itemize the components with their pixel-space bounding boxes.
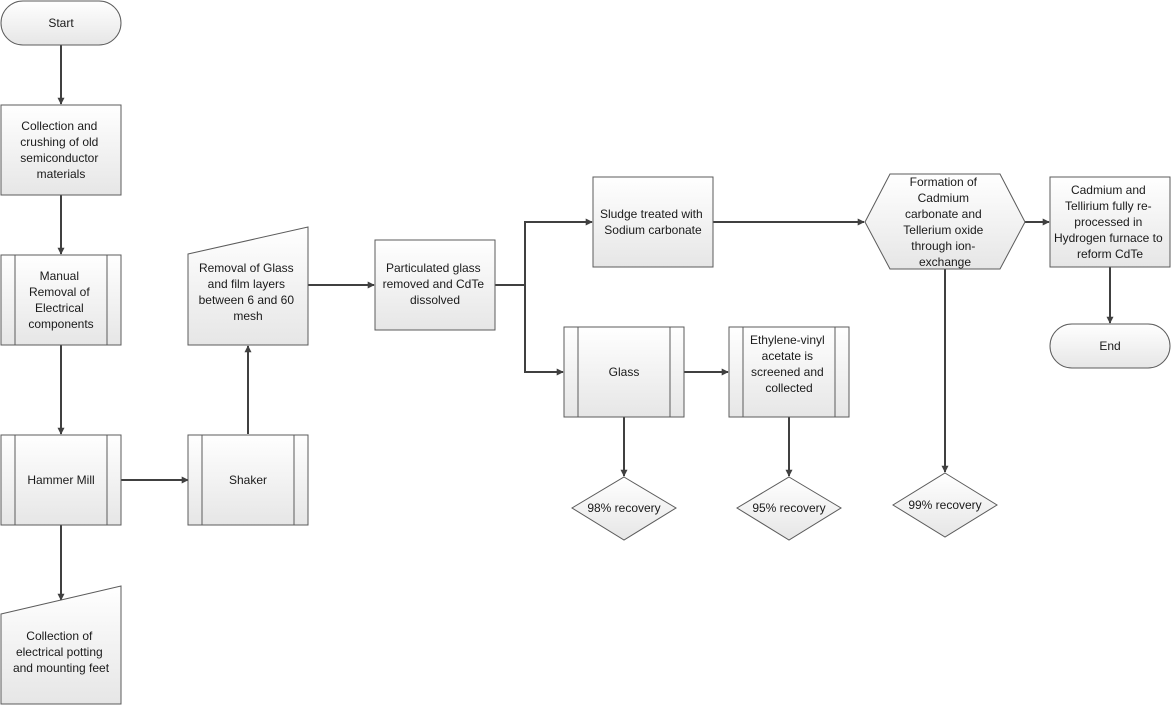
node-recovery-formation: 99% recovery [892,472,998,538]
node-end: End [1049,323,1171,369]
node-potting-label: Collection of electrical potting and mou… [13,629,110,675]
connector-branch-to-glass [524,285,564,376]
node-removal-glass: Removal of Glass and film layers between… [187,226,309,346]
connectors [57,45,1114,601]
node-end-label: End [1099,339,1120,353]
node-sludge: Sludge treated with Sodium carbonate [592,176,714,268]
node-manual-removal-label: Manual Removal of Electrical components [28,269,93,331]
node-reprocess: Cadmium and Tellirium fully re- processe… [1049,176,1171,268]
node-recovery-glass: 98% recovery [571,476,677,541]
node-manual-removal: Manual Removal of Electrical components [0,254,122,346]
node-recovery-eva-label: 95% recovery [752,501,825,515]
node-formation-label: Formation of Cadmium carbonate and Telle… [903,175,986,269]
node-collection: Collection and crushing of old semicondu… [0,104,122,196]
node-hammer-mill-label: Hammer Mill [27,473,94,487]
node-recovery-formation-label: 99% recovery [908,498,981,512]
node-potting: Collection of electrical potting and mou… [0,585,122,705]
node-eva-label: Ethylene-vinyl acetate is screened and c… [750,333,828,395]
node-hammer-mill: Hammer Mill [0,434,122,526]
node-eva: Ethylene-vinyl acetate is screened and c… [728,326,850,418]
node-removal-glass-label: Removal of Glass and film layers between… [199,261,298,323]
node-formation: Formation of Cadmium carbonate and Telle… [864,173,1026,270]
node-glass: Glass [563,326,685,418]
node-collection-label: Collection and crushing of old semicondu… [20,119,101,181]
node-start: Start [0,0,122,46]
node-glass-label: Glass [609,365,640,379]
node-particulated-label: Particulated glass removed and CdTe diss… [383,261,488,307]
node-reprocess-label: Cadmium and Tellirium fully re- processe… [1054,183,1166,261]
node-start-label: Start [48,16,74,30]
node-recovery-eva: 95% recovery [736,476,842,541]
node-sludge-label: Sludge treated with Sodium carbonate [600,207,706,237]
node-particulated: Particulated glass removed and CdTe diss… [374,239,496,331]
node-shaker-label: Shaker [229,473,267,487]
connector-branch-to-sludge [524,218,593,285]
node-recovery-glass-label: 98% recovery [587,501,660,515]
node-shaker: Shaker [187,434,309,526]
